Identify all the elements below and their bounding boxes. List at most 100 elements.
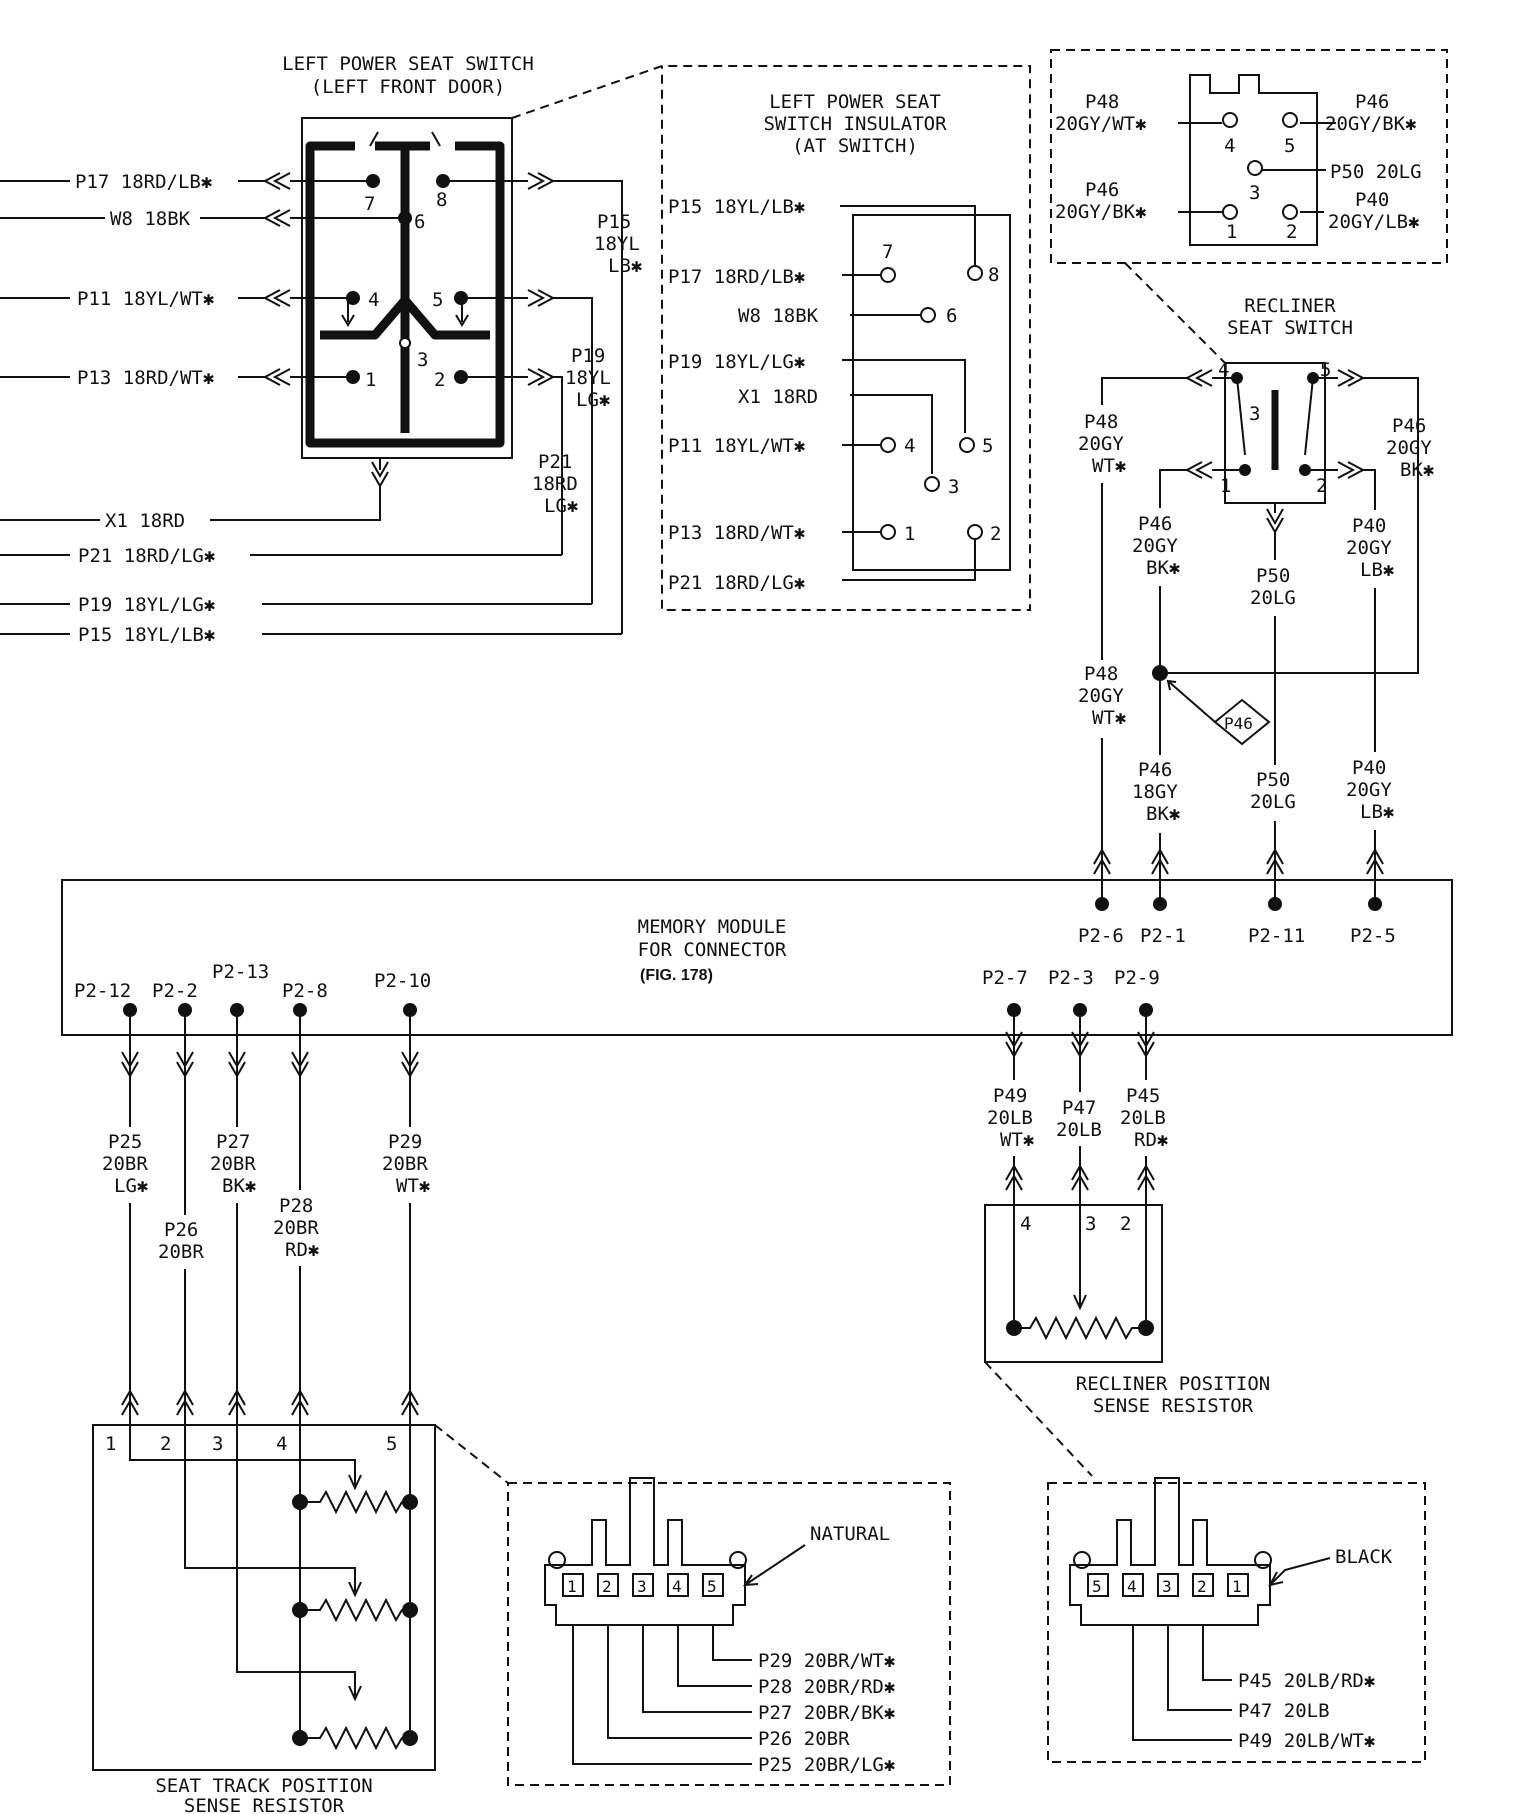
tw-p25-color: LG✱	[114, 1175, 148, 1197]
rc-label-p50: P50 20LG	[1330, 161, 1422, 183]
insulator-wire-p13: P13 18RD/WT✱	[668, 522, 805, 544]
module-pin-p2-11: P2-11	[1248, 925, 1305, 947]
nat-wire-p25: P25 20BR/LG✱	[758, 1754, 895, 1776]
insulator-body	[852, 214, 1011, 571]
tw-p27-gauge: 20BR	[210, 1153, 256, 1175]
insulator-pin-3: 3	[948, 476, 959, 498]
rc-pin-1: 1	[1226, 221, 1237, 243]
natural-connector: NATURAL 1 2 3 4 5 P29 20BR/WT✱ P28 20BR/…	[507, 1477, 951, 1786]
rc-label-p46-bottom: P46	[1085, 179, 1119, 201]
rc-pin-5-hole	[1282, 112, 1298, 128]
blk-pin-1: 1	[1232, 1577, 1242, 1596]
switch-label-p19: P19	[571, 345, 605, 367]
switch-pin-6: 6	[414, 211, 425, 233]
black-connector-body	[1069, 1477, 1271, 1626]
track-sense-title-line2: SENSE RESISTOR	[184, 1795, 345, 1814]
insulator-title-line1: LEFT POWER SEAT	[769, 91, 941, 113]
rw-p50-b-gauge: 20LG	[1250, 791, 1296, 813]
left-wire-w8: W8 18BK	[110, 208, 191, 230]
rs-pin-4: 4	[1218, 359, 1229, 381]
rsw-p47: P47	[1062, 1097, 1096, 1119]
nat-pin-2: 2	[602, 1577, 612, 1596]
blk-pin-4: 4	[1127, 1577, 1137, 1596]
rsr-pin-3: 3	[1085, 1213, 1096, 1235]
tsr-pin-2: 2	[160, 1433, 171, 1455]
rw-p46-b: P46	[1392, 415, 1426, 437]
switch-pin-1: 1	[365, 369, 376, 391]
rw-p46-b-gauge: 20GY	[1386, 437, 1432, 459]
switch-label-p19-color: LG✱	[576, 389, 610, 411]
switch-pin-3: 3	[417, 349, 428, 371]
left-wire-p15: P15 18YL/LB✱	[78, 624, 215, 646]
module-pin-p2-8: P2-8	[282, 980, 328, 1002]
switch-label-p15-color: LB✱	[608, 255, 642, 277]
rc-pin-5: 5	[1284, 135, 1295, 157]
rc-label-p40: P40	[1355, 189, 1389, 211]
natural-connector-body	[544, 1477, 746, 1626]
rc-pin-3-hole	[1247, 160, 1263, 176]
nat-wire-p26: P26 20BR	[758, 1728, 850, 1750]
recliner-sense-title-line2: SENSE RESISTOR	[1093, 1395, 1254, 1417]
tw-p25-gauge: 20BR	[102, 1153, 148, 1175]
recliner-sense-title-line1: RECLINER POSITION	[1076, 1373, 1270, 1395]
nat-wire-p29: P29 20BR/WT✱	[758, 1650, 895, 1672]
tw-p28-color: RD✱	[285, 1239, 319, 1261]
rw-p40-b-gauge: 20GY	[1346, 779, 1392, 801]
left-wire-p11: P11 18YL/WT✱	[77, 288, 214, 310]
rw-p48-b: P48	[1084, 663, 1118, 685]
rsw-p45: P45	[1126, 1085, 1160, 1107]
tw-p29-gauge: 20BR	[382, 1153, 428, 1175]
rc-pin-4-hole	[1222, 112, 1238, 128]
switch-label-p19-gauge: 18YL	[565, 367, 611, 389]
natural-color-label: NATURAL	[810, 1523, 890, 1545]
rs-pin-3: 3	[1249, 403, 1260, 425]
blk-wire-p49: P49 20LB/WT✱	[1238, 1730, 1375, 1752]
rc-label-p48: P48	[1085, 91, 1119, 113]
rsr-pin-4: 4	[1020, 1213, 1031, 1235]
insulator-pin-1-hole	[880, 524, 896, 540]
insulator-wire-x1: X1 18RD	[738, 386, 818, 408]
rw-p48-a-gauge: 20GY	[1078, 433, 1124, 455]
tw-p29: P29	[388, 1131, 422, 1153]
switch-label-p15: P15	[597, 211, 631, 233]
rw-p46-a-gauge: 20GY	[1132, 535, 1178, 557]
tw-p29-color: WT✱	[396, 1175, 430, 1197]
recliner-sense-wires: P49 20LB WT✱ P47 20LB P45 20LB RD✱	[985, 1010, 1179, 1200]
switch-pin-3-dot	[399, 337, 411, 349]
switch-label-p21: P21	[538, 451, 572, 473]
insulator-pin-7-hole	[880, 267, 896, 283]
left-wire-x1: X1 18RD	[105, 510, 185, 532]
blk-pin-5: 5	[1092, 1577, 1102, 1596]
recliner-switch-title-line1: RECLINER	[1244, 295, 1336, 317]
rw-p48-a-color: WT✱	[1092, 455, 1126, 477]
module-pin-p2-13: P2-13	[212, 961, 269, 983]
rsr-pin-2: 2	[1120, 1213, 1131, 1235]
left-power-seat-switch: LEFT POWER SEAT SWITCH (LEFT FRONT DOOR)…	[0, 53, 642, 634]
insulator-wire-p15: P15 18YL/LB✱	[668, 196, 805, 218]
nat-pin-5: 5	[707, 1577, 717, 1596]
insulator-pin-8: 8	[988, 264, 999, 286]
rw-p40-b: P40	[1352, 757, 1386, 779]
rw-p50-b: P50	[1256, 769, 1290, 791]
switch-label-p21-gauge: 18RD	[532, 473, 578, 495]
insulator-pin-2: 2	[990, 523, 1001, 545]
rc-pin-3: 3	[1249, 182, 1260, 204]
rsw-p47-gauge: 20LB	[1056, 1119, 1102, 1141]
tw-p28-gauge: 20BR	[273, 1217, 319, 1239]
switch-pin-5: 5	[432, 289, 443, 311]
rw-p46-c-gauge: 18GY	[1132, 781, 1178, 803]
tw-p26: P26	[164, 1219, 198, 1241]
module-pin-p2-1: P2-1	[1140, 925, 1186, 947]
module-pin-p2-6: P2-6	[1078, 925, 1124, 947]
rw-p48-a: P48	[1084, 411, 1118, 433]
nat-wire-p28: P28 20BR/RD✱	[758, 1676, 895, 1698]
rw-p46-c-color: BK✱	[1146, 803, 1180, 825]
insulator-pin-1: 1	[904, 523, 915, 545]
rw-p40-b-color: LB✱	[1360, 801, 1394, 823]
module-fig: (FIG. 178)	[640, 967, 713, 984]
switch-contact-track	[305, 141, 505, 448]
rw-p48-b-color: WT✱	[1092, 707, 1126, 729]
left-wire-p17: P17 18RD/LB✱	[75, 171, 212, 193]
insulator-pin-5: 5	[982, 435, 993, 457]
switch-pin-2: 2	[434, 369, 445, 391]
